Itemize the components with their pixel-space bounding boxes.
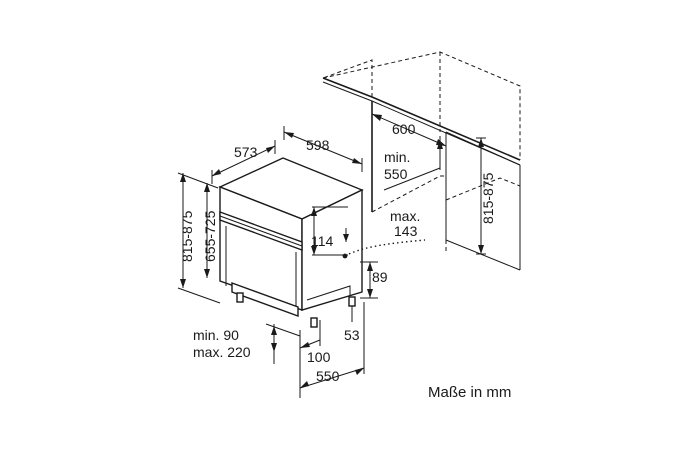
device-width-label: 598 [306,137,330,153]
niche-depth-value-label: 550 [384,166,408,182]
device-total-height-dimension: 815-875 [177,172,221,304]
units-caption: Maße in mm [428,384,511,401]
device-total-height-label: 815-875 [179,210,195,262]
cabinet-width-label: 600 [392,121,416,137]
niche-depth-min-label: min. [384,149,410,165]
dishwasher-body [218,157,364,328]
cabinet-height-label: 815-875 [480,172,496,224]
plinth-min-label: min. 90 [193,327,239,343]
plinth-range-dimension: min. 90 max. 220 [193,323,301,364]
feet-offset-label: 53 [344,327,360,343]
device-body-height-label: 655-725 [202,210,218,262]
device-width-dimension: 598 [283,126,363,172]
panel-height-label: 114 [311,233,334,249]
plinth-height-dimension: 89 [360,261,388,299]
device-body-height-dimension: 655-725 [202,183,218,278]
plinth-depth-dimension: 100 [299,320,331,398]
device-depth-dimension: 573 [211,140,276,184]
niche-depth-dimension: min. 550 [383,136,443,191]
plinth-max-label: max. 220 [193,344,251,360]
cabinet-height-dimension: 815-875 [476,137,496,255]
device-depth-label: 573 [234,144,258,160]
max-door-dimension: max. 143 [342,208,426,259]
plinth-height-label: 89 [372,269,388,285]
device-depth-bottom-label: 550 [316,368,340,384]
cabinet-width-dimension: 600 [371,113,447,147]
plinth-depth-label: 100 [307,349,331,365]
panel-height-dimension: 114 [311,206,349,256]
max-door-label-top: max. [390,208,420,224]
max-door-value: 143 [394,223,418,239]
device-depth-bottom-dimension: 550 [299,330,365,389]
feet-offset-dimension: 53 [344,302,365,343]
kitchen-cabinet-outline [322,51,521,271]
